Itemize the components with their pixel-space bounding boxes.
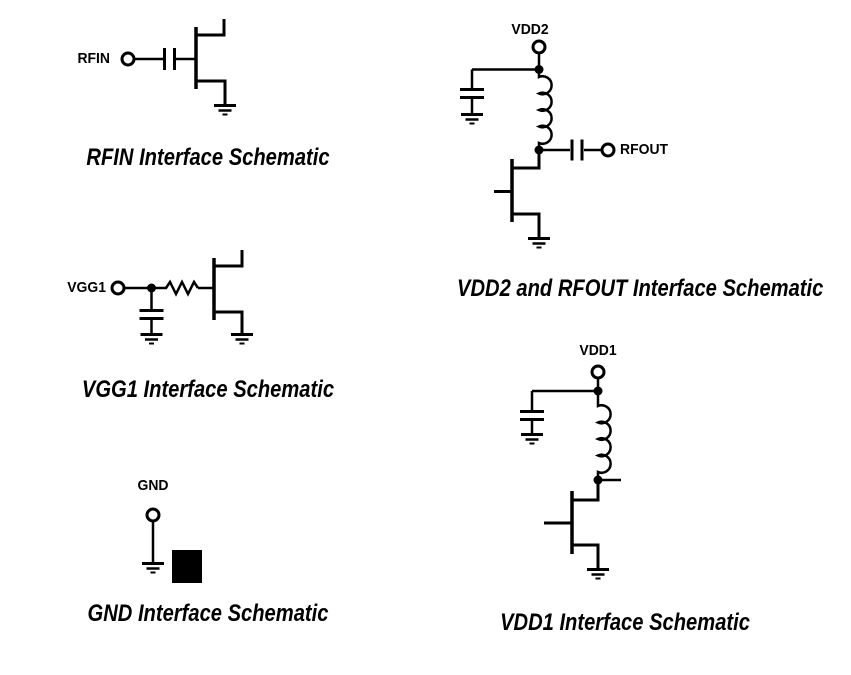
ground-symbol xyxy=(528,237,550,249)
fet-symbol xyxy=(494,150,541,237)
fet-symbol xyxy=(544,480,600,568)
series-capacitor-symbol xyxy=(163,48,176,70)
vgg1-caption: VGG1 Interface Schematic xyxy=(81,376,335,403)
rfout-pin-label: RFOUT xyxy=(620,141,669,158)
vgg1-schematic xyxy=(110,250,253,345)
vdd2-rfout-schematic xyxy=(460,39,616,249)
ground-symbol xyxy=(142,562,164,574)
vdd2-terminal-circle xyxy=(531,39,547,55)
inductor-symbol xyxy=(594,391,612,480)
vdd2-pin-label: VDD2 xyxy=(511,21,549,38)
gnd-caption: GND Interface Schematic xyxy=(87,600,329,627)
ground-symbol xyxy=(231,333,253,345)
ground-symbol xyxy=(461,113,483,125)
ground-symbol xyxy=(140,333,163,345)
fet-symbol xyxy=(194,19,227,104)
shunt-capacitor-symbol xyxy=(139,288,164,333)
gnd-terminal-circle xyxy=(145,507,161,523)
ground-symbol xyxy=(214,104,236,116)
gnd-schematic xyxy=(142,507,202,583)
rfin-schematic xyxy=(120,19,236,116)
fet-symbol xyxy=(212,250,244,333)
shunt-capacitor-symbol xyxy=(520,391,544,433)
gnd-pin-label: GND xyxy=(137,477,169,494)
vdd1-terminal-circle xyxy=(590,364,606,380)
vgg1-terminal-circle xyxy=(110,280,126,296)
via-pad-square xyxy=(172,550,202,583)
vdd1-pin-label: VDD1 xyxy=(579,342,617,359)
resistor-symbol xyxy=(164,279,200,297)
rfin-pin-label: RFIN xyxy=(77,50,110,67)
vdd1-schematic xyxy=(520,364,621,580)
rfout-terminal-circle xyxy=(600,142,616,158)
rfin-terminal-circle xyxy=(120,51,136,67)
rfin-caption: RFIN Interface Schematic xyxy=(86,144,330,171)
ground-symbol xyxy=(521,433,543,445)
inductor-symbol xyxy=(535,69,553,150)
series-capacitor-symbol xyxy=(570,139,584,161)
vdd1-caption: VDD1 Interface Schematic xyxy=(500,609,750,636)
vdd2-rfout-caption: VDD2 and RFOUT Interface Schematic xyxy=(457,275,824,302)
ground-symbol xyxy=(587,568,609,580)
shunt-capacitor-symbol xyxy=(460,69,484,113)
vgg1-pin-label: VGG1 xyxy=(67,279,106,296)
